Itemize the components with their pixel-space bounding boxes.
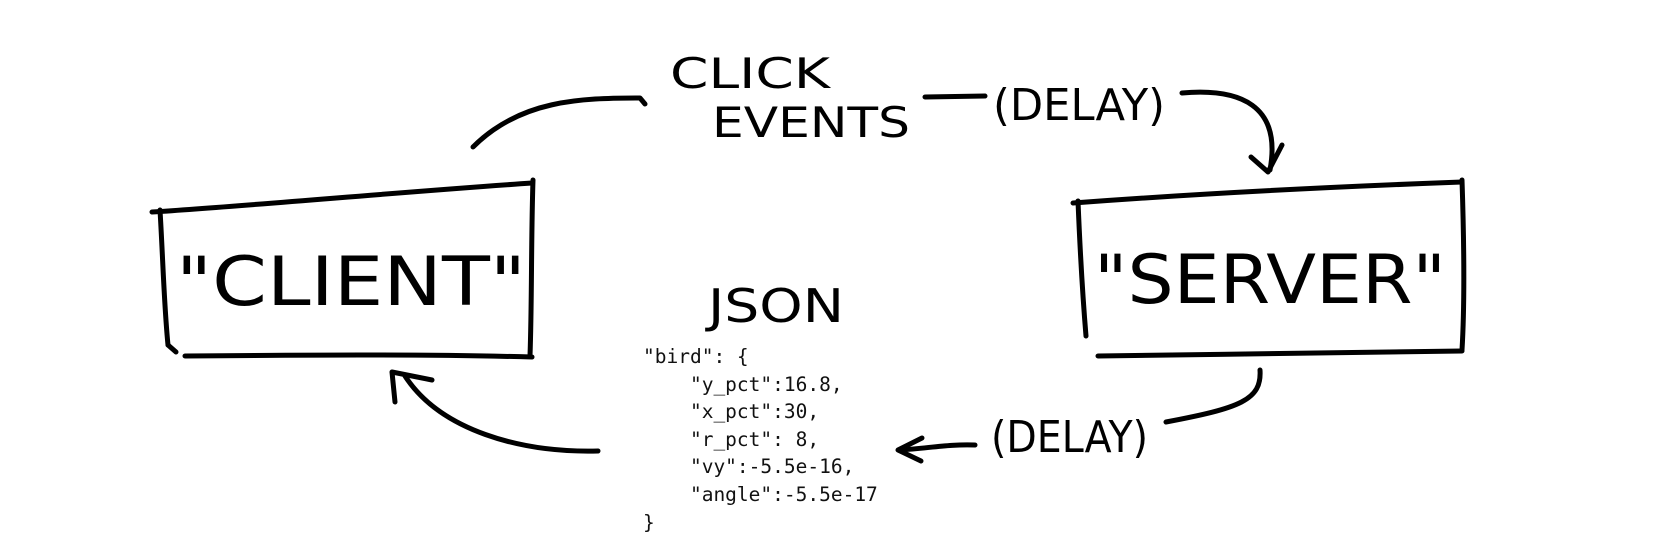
client-label: "CLIENT" bbox=[176, 243, 526, 322]
json-payload: "bird": { "y_pct":16.8, "x_pct":30, "r_p… bbox=[643, 345, 878, 534]
click-events-label-line2: EVENTS bbox=[712, 98, 910, 147]
click-events-label-line1: CLICK bbox=[670, 49, 832, 98]
delay-to-json-line bbox=[897, 442, 978, 453]
client-box bbox=[149, 177, 536, 360]
delay-to-json-arrowhead bbox=[895, 435, 925, 464]
json-to-client-curve bbox=[402, 373, 601, 454]
server-label: "SERVER" bbox=[1094, 241, 1446, 320]
delay-bottom-label: (DELAY) bbox=[991, 412, 1148, 463]
delay-to-server-arrow bbox=[1179, 89, 1275, 173]
server-to-delay-curve bbox=[1163, 367, 1263, 425]
json-to-client-arrowhead bbox=[389, 369, 435, 405]
delay-top-label: (DELAY) bbox=[993, 80, 1165, 131]
server-box bbox=[1070, 177, 1467, 359]
json-title: JSON bbox=[704, 279, 844, 333]
events-to-delay-line bbox=[922, 93, 988, 100]
delay-to-server-arrowhead bbox=[1248, 142, 1285, 175]
client-to-events-curve bbox=[470, 95, 648, 150]
